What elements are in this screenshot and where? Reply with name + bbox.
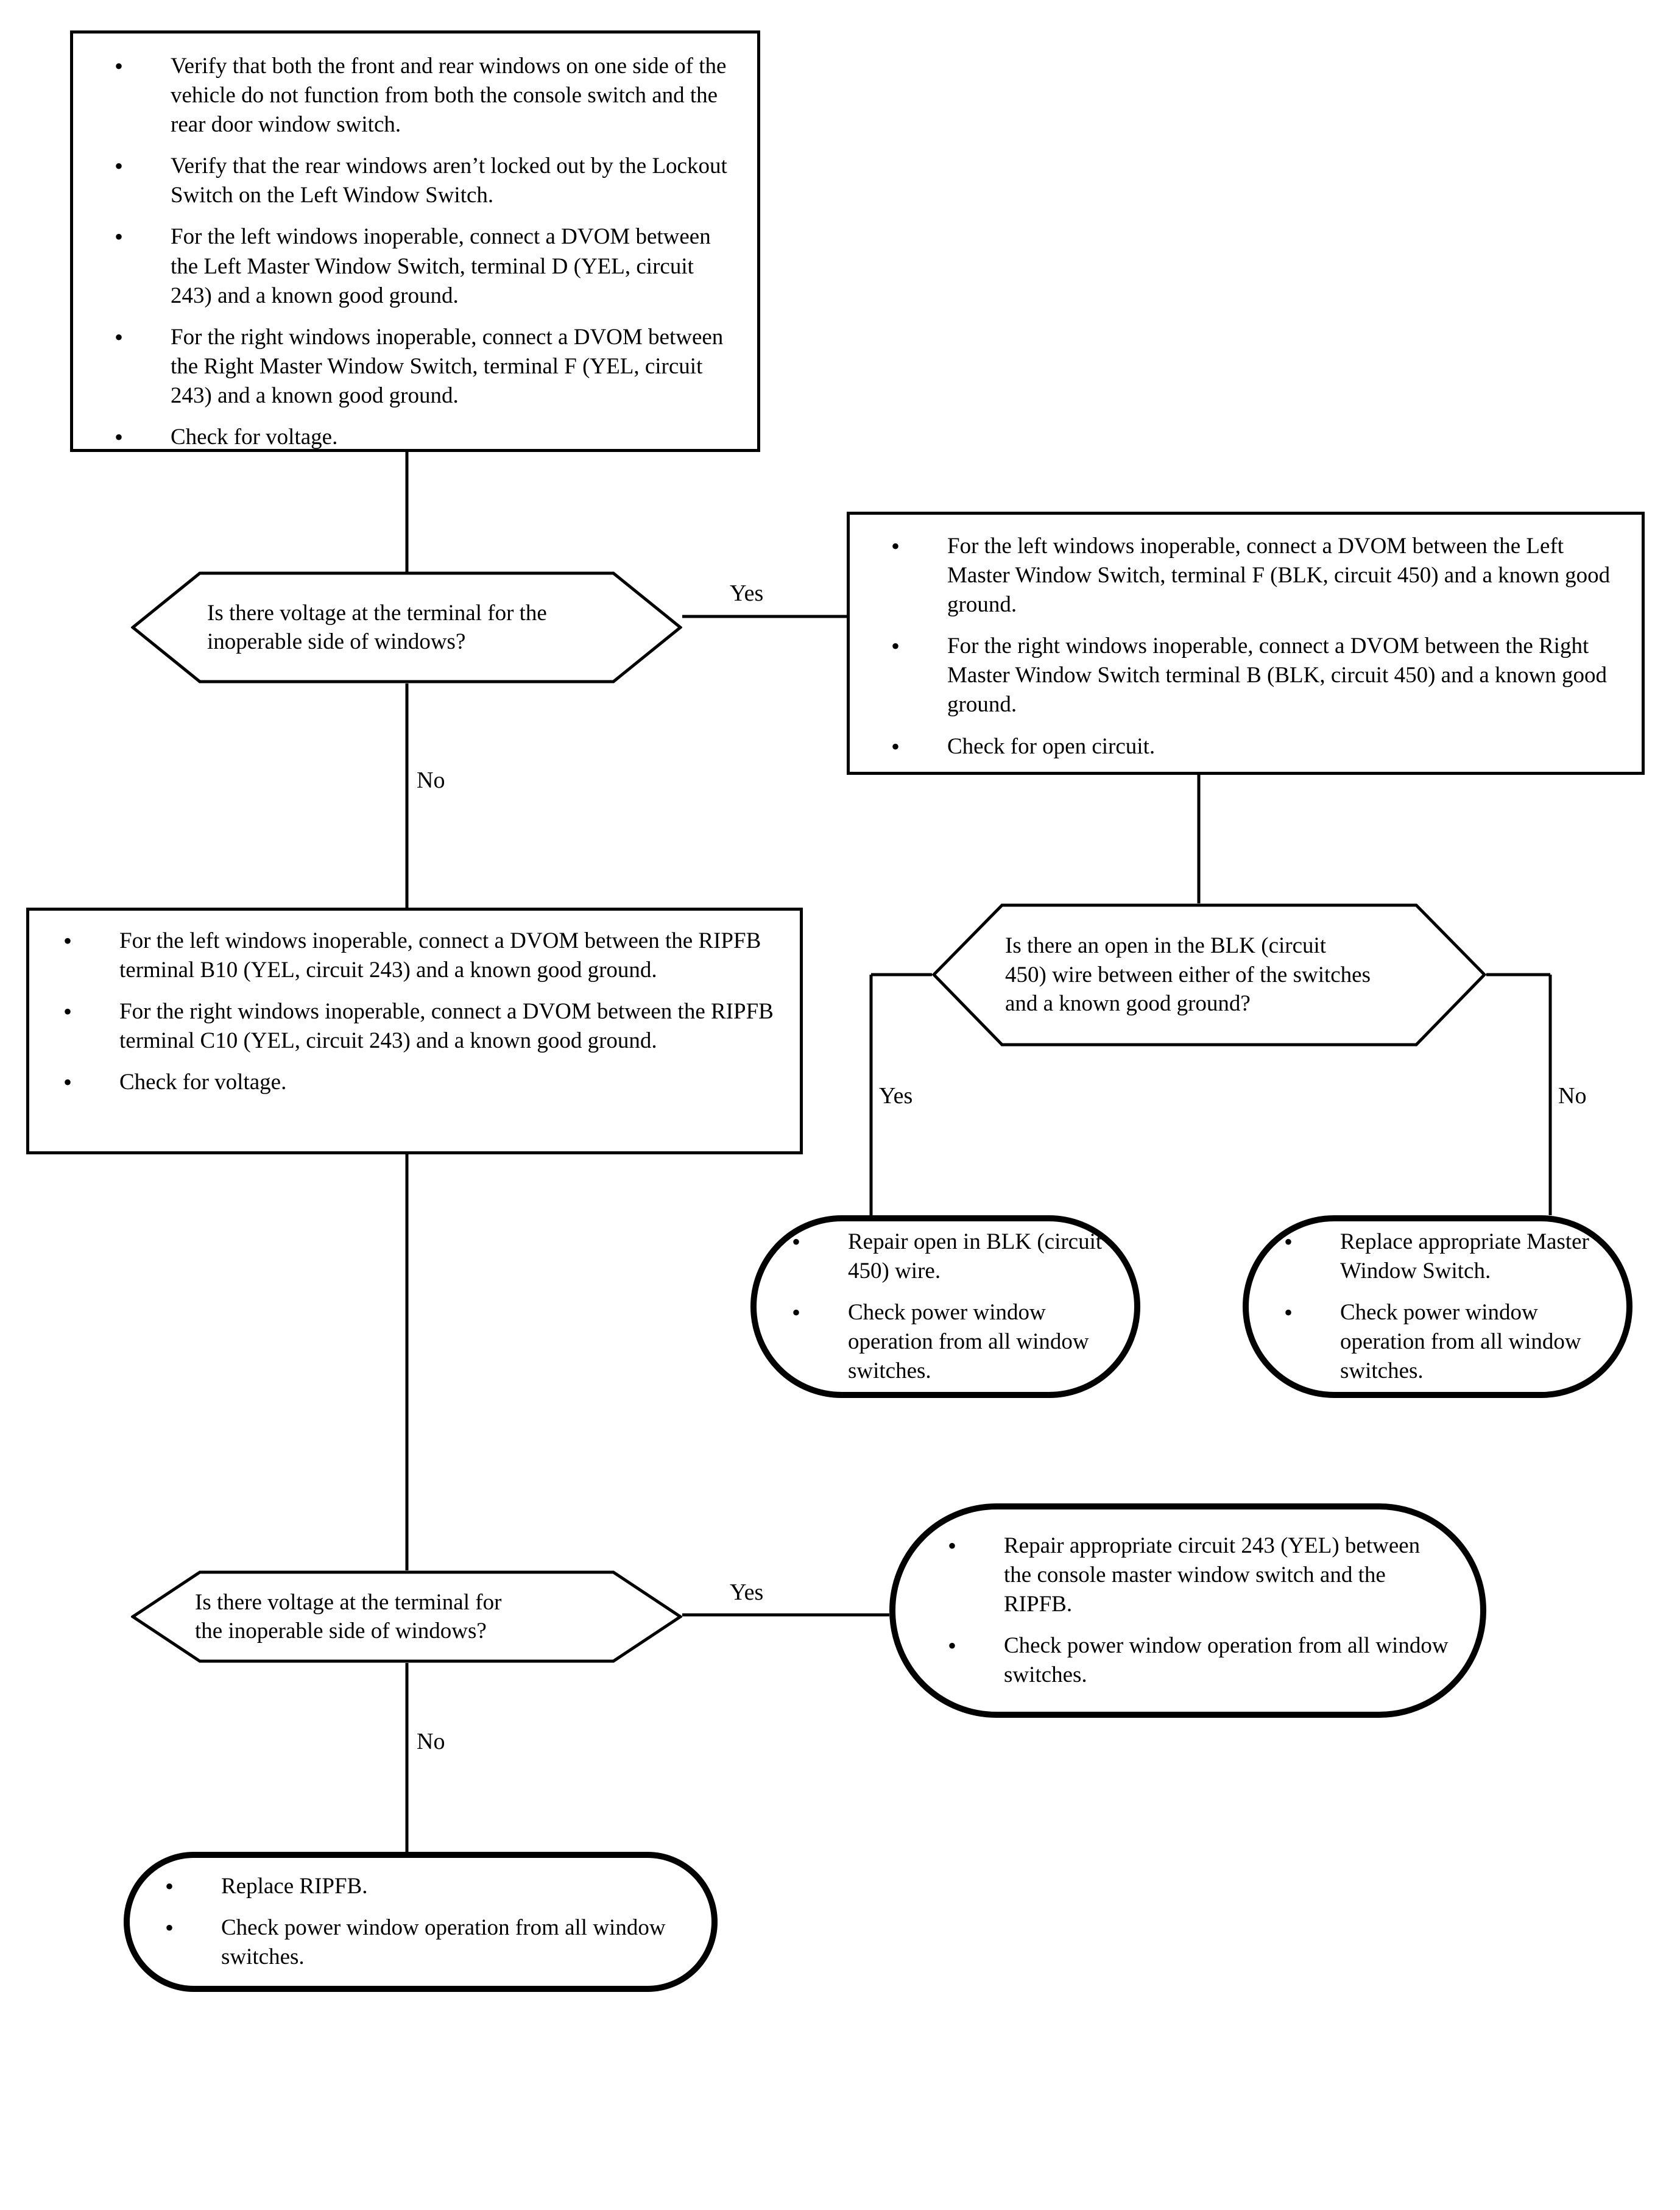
list-item: Check power window operation from all wi… xyxy=(948,1630,1449,1690)
list-item: For the right windows inoperable, connec… xyxy=(115,322,732,411)
list-item: For the left windows inoperable, connect… xyxy=(115,221,732,310)
list-item: Verify that the rear windows aren’t lock… xyxy=(115,150,732,210)
list-item: For the right windows inoperable, connec… xyxy=(891,630,1617,719)
blk-ground-checks-list: For the left windows inoperable, connect… xyxy=(891,531,1617,763)
edge-label-decision1-yes: Yes xyxy=(730,581,764,606)
node-replace-ripfb: Replace RIPFB. Check power window operat… xyxy=(124,1852,718,1992)
list-item: Check power window operation from all wi… xyxy=(792,1297,1107,1386)
decision3-line-1: Is there voltage at the terminal for xyxy=(195,1589,502,1615)
node-decision-voltage-2: Is there voltage at the terminal for the… xyxy=(131,1570,682,1663)
decision3-label: Is there voltage at the terminal for the… xyxy=(131,1570,682,1663)
node-decision-open-blk: Is there an open in the BLK (circuit 450… xyxy=(932,903,1486,1047)
decision1-line-2: inoperable side of windows? xyxy=(207,629,466,654)
replace-ripfb-list: Replace RIPFB. Check power window operat… xyxy=(165,1871,680,1972)
list-item: Replace appropriate Master Window Switch… xyxy=(1284,1226,1600,1286)
edge-label-decision2-yes: Yes xyxy=(879,1083,913,1109)
list-item: Check power window operation from all wi… xyxy=(165,1912,680,1972)
repair-243-list: Repair appropriate circuit 243 (YEL) bet… xyxy=(948,1530,1449,1690)
list-item: Replace RIPFB. xyxy=(165,1871,680,1902)
edge-label-decision3-no: No xyxy=(417,1729,445,1754)
hexagon-shape xyxy=(131,1570,682,1663)
list-item: For the left windows inoperable, connect… xyxy=(63,925,775,985)
list-item: Check for open circuit. xyxy=(891,731,1617,763)
node-start-checks: Verify that both the front and rear wind… xyxy=(70,30,760,453)
replace-master-switch-list: Replace appropriate Master Window Switch… xyxy=(1284,1226,1600,1386)
decision2-line-3: and a known good ground? xyxy=(1005,991,1251,1017)
node-repair-243: Repair appropriate circuit 243 (YEL) bet… xyxy=(889,1503,1486,1718)
list-item: For the left windows inoperable, connect… xyxy=(891,531,1617,620)
decision1-label: Is there voltage at the terminal for the… xyxy=(131,571,682,683)
hexagon-shape xyxy=(932,903,1486,1047)
edge-label-decision3-yes: Yes xyxy=(730,1580,764,1605)
node-blk-ground-checks: For the left windows inoperable, connect… xyxy=(847,512,1645,775)
decision2-label: Is there an open in the BLK (circuit 450… xyxy=(932,903,1486,1047)
node-repair-blk: Repair open in BLK (circuit 450) wire. C… xyxy=(750,1215,1140,1398)
decision1-line-1: Is there voltage at the terminal for the xyxy=(207,600,547,626)
list-item: Check for voltage. xyxy=(115,422,732,453)
node-decision-voltage-1: Is there voltage at the terminal for the… xyxy=(131,571,682,683)
list-item: For the right windows inoperable, connec… xyxy=(63,996,775,1056)
list-item: Check power window operation from all wi… xyxy=(1284,1297,1600,1386)
start-checks-list: Verify that both the front and rear wind… xyxy=(115,51,732,453)
node-replace-master-switch: Replace appropriate Master Window Switch… xyxy=(1243,1215,1632,1398)
hexagon-shape xyxy=(131,571,682,683)
decision2-line-1: Is there an open in the BLK (circuit xyxy=(1005,933,1327,959)
ripfb-checks-list: For the left windows inoperable, connect… xyxy=(63,925,775,1098)
list-item: Check for voltage. xyxy=(63,1067,775,1098)
list-item: Verify that both the front and rear wind… xyxy=(115,51,732,139)
list-item: Repair appropriate circuit 243 (YEL) bet… xyxy=(948,1530,1449,1619)
decision2-line-2: 450) wire between either of the switches xyxy=(1005,962,1371,987)
edge-label-decision1-no: No xyxy=(417,768,445,793)
list-item: Repair open in BLK (circuit 450) wire. xyxy=(792,1226,1107,1286)
decision3-line-2: the inoperable side of windows? xyxy=(195,1619,487,1643)
node-ripfb-checks: For the left windows inoperable, connect… xyxy=(26,908,803,1154)
edge-label-decision2-no: No xyxy=(1558,1083,1587,1109)
repair-blk-list: Repair open in BLK (circuit 450) wire. C… xyxy=(792,1226,1107,1386)
